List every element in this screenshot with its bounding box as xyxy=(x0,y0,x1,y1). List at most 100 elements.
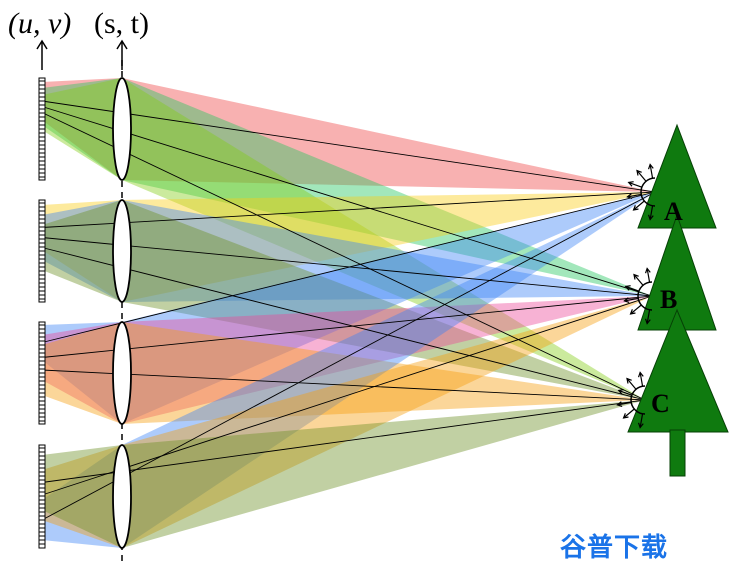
emitter-c xyxy=(616,371,646,429)
chief-ray xyxy=(41,237,653,297)
chief-ray xyxy=(41,100,656,193)
lens xyxy=(112,444,132,549)
emitter-arc xyxy=(640,177,656,207)
emitter-arc xyxy=(630,385,646,415)
emitter-b xyxy=(623,267,653,325)
ray-bundle xyxy=(122,296,652,548)
sensor-bundle xyxy=(42,78,122,180)
emitter-arrow xyxy=(625,285,640,292)
sensor-bundle xyxy=(42,445,122,548)
emitter-arrow xyxy=(636,170,647,182)
sensor-bundle xyxy=(42,445,122,548)
tree-trunk xyxy=(669,429,686,477)
ray-bundle xyxy=(122,322,645,424)
emitter-arrowhead xyxy=(636,169,642,176)
chief-ray xyxy=(41,295,653,496)
ray-bundles xyxy=(42,78,655,548)
emitter-arrow xyxy=(628,181,643,188)
sensor-bundle xyxy=(42,200,122,302)
emitter-arrow xyxy=(627,193,642,198)
sensor-strip xyxy=(38,77,46,181)
emitter-arrow xyxy=(618,389,633,396)
chief-ray xyxy=(41,191,656,343)
emitter-arrowhead xyxy=(617,389,624,395)
microlens-array xyxy=(112,77,132,549)
emitter-arrow xyxy=(626,378,637,390)
emitter-arrowhead xyxy=(637,422,644,429)
emitter-arrow xyxy=(630,304,642,315)
uv-plane-label: (u, v) xyxy=(8,7,71,40)
chief-ray xyxy=(41,191,656,521)
chief-ray xyxy=(41,295,653,358)
emitter-arrowhead xyxy=(622,413,629,419)
emitter-arrowhead xyxy=(647,163,654,170)
ray-bundle xyxy=(122,192,655,302)
ray-bundle xyxy=(122,192,655,548)
ray-bundle xyxy=(122,200,652,302)
point-b-label: B xyxy=(660,285,677,314)
emitter-arrow xyxy=(649,164,654,179)
emitter-arrow xyxy=(624,297,639,302)
emitter-arrowhead xyxy=(647,214,654,221)
point-a-label: A xyxy=(664,197,683,226)
emitter-arc xyxy=(637,281,653,311)
chief-ray xyxy=(41,112,646,401)
emitter-a xyxy=(626,163,656,221)
chief-ray xyxy=(41,191,656,228)
emitter-arrow xyxy=(633,274,644,286)
scene-point-emitters xyxy=(616,163,656,429)
ray-bundle xyxy=(122,192,655,424)
sensor-bundle xyxy=(42,445,122,548)
lens xyxy=(112,321,132,425)
chief-ray xyxy=(41,247,646,401)
sensor-bundle xyxy=(42,200,122,302)
emitter-arrowhead xyxy=(637,371,644,378)
sensor-bundle xyxy=(42,322,122,424)
ray-bundle xyxy=(122,78,655,192)
emitter-arrow xyxy=(623,408,635,419)
emitter-arrowhead xyxy=(626,377,632,384)
emitter-arrowhead xyxy=(624,285,631,291)
emitter-arrowhead xyxy=(644,267,651,274)
sensor-planes xyxy=(38,77,46,549)
emitter-arrowhead xyxy=(616,401,623,408)
emitter-arrow xyxy=(639,372,644,387)
sensor-bundle xyxy=(42,322,122,424)
st-plane-label: (s, t) xyxy=(94,7,149,40)
chief-ray xyxy=(41,399,646,483)
chief-ray xyxy=(41,106,653,297)
chief-ray xyxy=(41,369,646,401)
ray-bundle xyxy=(122,200,645,400)
sensor-strip xyxy=(38,444,46,549)
watermark-text: 谷普下载 xyxy=(560,532,668,563)
emitter-arrow xyxy=(646,268,651,283)
emitter-arrowhead xyxy=(626,193,633,200)
sensor-strip xyxy=(38,321,46,425)
emitter-arrowhead xyxy=(629,309,636,315)
emitter-arrow xyxy=(639,413,644,428)
ray-bundle xyxy=(122,400,645,548)
uv-arrow-icon xyxy=(36,39,48,70)
sensor-strip xyxy=(38,199,46,303)
emitter-arrowhead xyxy=(644,318,651,325)
emitter-arrow xyxy=(633,200,645,211)
lens xyxy=(112,77,132,181)
tree-object xyxy=(627,123,729,477)
point-c-label: C xyxy=(651,389,670,418)
sensor-bundle xyxy=(42,200,122,302)
lens xyxy=(112,199,132,303)
emitter-arrow xyxy=(617,401,632,406)
ray-bundle xyxy=(122,296,652,424)
sensor-bundle xyxy=(42,78,122,180)
emitter-arrowhead xyxy=(623,297,630,304)
sensor-bundle xyxy=(42,78,122,180)
ray-bundle xyxy=(122,78,645,400)
emitter-arrowhead xyxy=(633,273,639,280)
emitter-arrowhead xyxy=(627,181,634,187)
emitter-arrowhead xyxy=(632,205,639,211)
emitter-arrow xyxy=(646,309,651,324)
emitter-arrow xyxy=(649,205,654,220)
sensor-bundle xyxy=(42,322,122,424)
st-arrow-icon xyxy=(116,39,128,70)
